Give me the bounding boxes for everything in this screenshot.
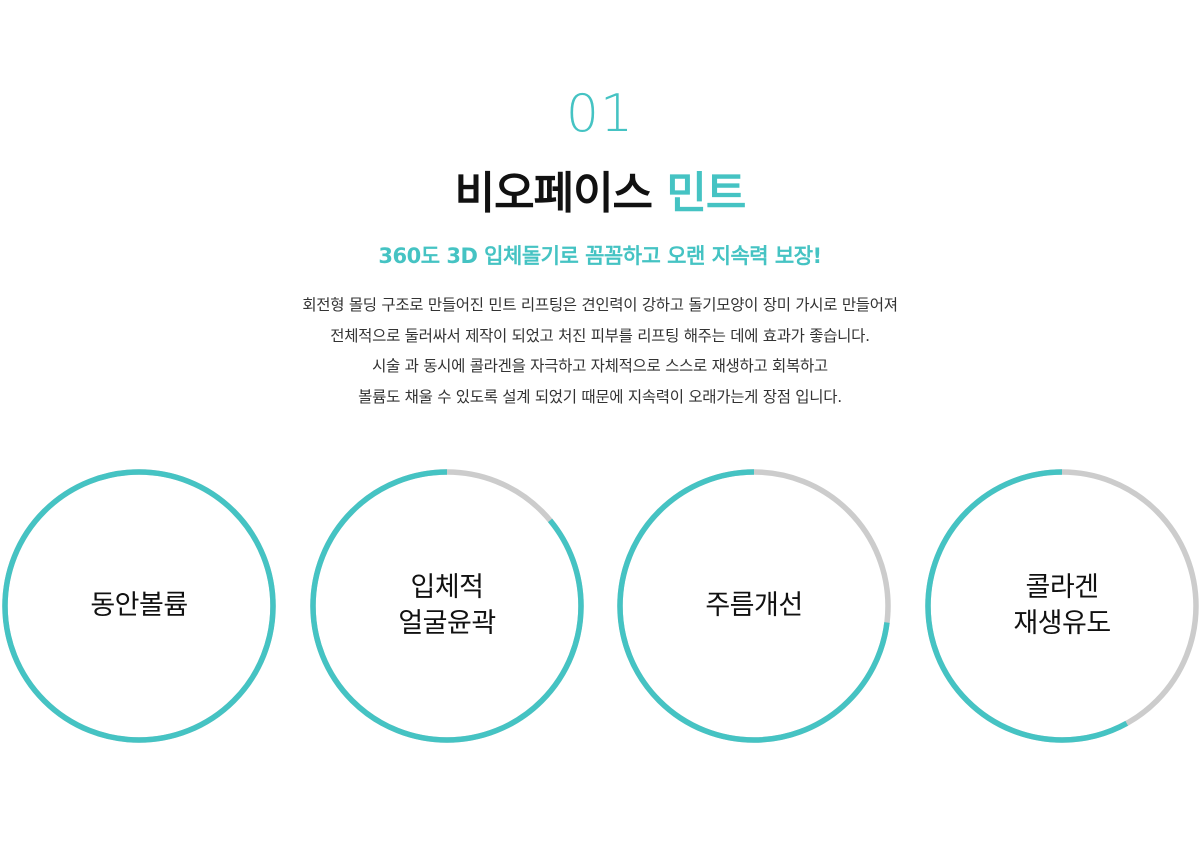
progress-arc [2, 469, 276, 743]
section-number: 01 [565, 84, 635, 144]
title-accent: 민트 [666, 168, 746, 219]
feature-circle-volume: 동안볼륨 [1, 468, 277, 744]
section-subtitle: 360도 3D 입체돌기로 꼼꼼하고 오랜 지속력 보장! [378, 244, 822, 268]
feature-circle-wrinkle: 주름개선 [616, 468, 892, 744]
description-line: 전체적으로 둘러싸서 제작이 되었고 처진 피부를 리프팅 해주는 데에 효과가… [330, 326, 870, 345]
feature-circles: 동안볼륨 입체적 얼굴윤곽 주름개선 콜라겐 재생유도 [0, 468, 1200, 748]
feature-circle-collagen: 콜라겐 재생유도 [924, 468, 1200, 744]
progress-arc [925, 469, 1199, 743]
progress-ring [310, 469, 584, 743]
feature-label: 입체적 얼굴윤곽 [398, 572, 496, 639]
progress-ring [925, 469, 1199, 743]
section-title: 비오페이스 민트 [0, 166, 1200, 222]
feature-label: 동안볼륨 [90, 590, 188, 621]
feature-circle-contour: 입체적 얼굴윤곽 [309, 468, 585, 744]
progress-ring [617, 469, 891, 743]
description-line: 회전형 몰딩 구조로 만들어진 민트 리프팅은 견인력이 강하고 돌기모양이 장… [302, 296, 898, 314]
section-description: 회전형 몰딩 구조로 만들어진 민트 리프팅은 견인력이 강하고 돌기모양이 장… [0, 290, 1200, 412]
feature-label: 콜라겐 재생유도 [1013, 572, 1111, 639]
title-main: 비오페이스 [454, 168, 653, 219]
description-line: 시술 과 동시에 콜라겐을 자극하고 자체적으로 스스로 재생하고 회복하고 [372, 357, 828, 375]
progress-ring [2, 469, 276, 743]
progress-arc [617, 469, 891, 743]
feature-label: 주름개선 [705, 590, 803, 621]
progress-arc [310, 469, 584, 743]
description-line: 볼륨도 채울 수 있도록 설계 되었기 때문에 지속력이 오래가는게 장점 입니… [358, 387, 842, 406]
